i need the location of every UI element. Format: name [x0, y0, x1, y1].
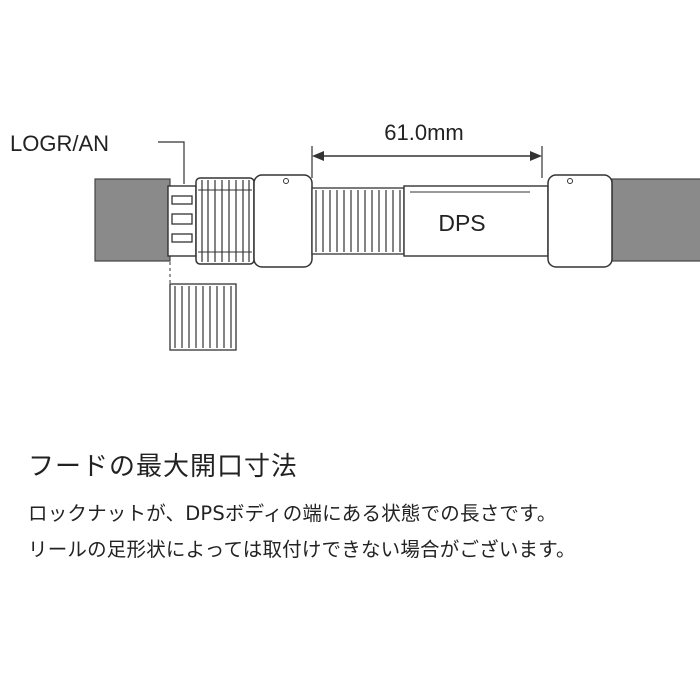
caption-line-1: ロックナットが、DPSボディの端にある状態での長さです。: [28, 502, 557, 525]
reel-seat-diagram: DPS LOGR/AN 61.0mm: [10, 120, 700, 351]
dimension-line: [311, 146, 543, 178]
fixed-hood: [547, 174, 613, 268]
caption-line-2: リールの足形状によっては取付けできない場合がございます。: [28, 538, 576, 561]
lock-nut-collar: [167, 185, 197, 257]
threaded-section: [311, 187, 405, 255]
knurled-lock-nut: [195, 177, 255, 265]
dps-body: DPS: [403, 185, 549, 257]
movable-hood: [253, 174, 313, 268]
left-rod-blank: [94, 178, 171, 262]
right-rod-blank: [611, 178, 700, 262]
dps-label: DPS: [438, 210, 485, 236]
logr-an-label: LOGR/AN: [10, 131, 109, 156]
caption-heading: フードの最大開口寸法: [28, 452, 299, 482]
detached-thread-piece: [169, 283, 237, 351]
dimension-label: 61.0mm: [384, 120, 463, 145]
